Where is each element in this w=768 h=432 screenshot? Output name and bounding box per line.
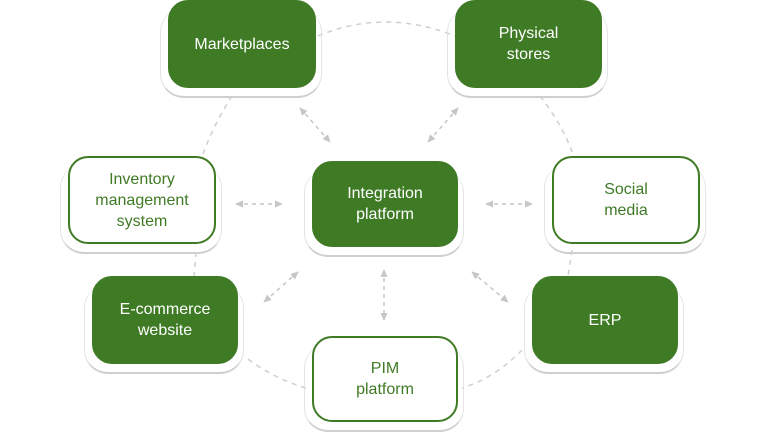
- node-box: Social media: [552, 156, 700, 244]
- node-integration-platform[interactable]: Integration platform: [304, 161, 464, 257]
- ring-arc-inventory-marketplaces: [202, 95, 233, 155]
- node-erp[interactable]: ERP: [524, 276, 684, 374]
- node-shadow: [524, 284, 684, 374]
- node-physical-stores[interactable]: Physical stores: [447, 0, 608, 98]
- node-inventory-management-system[interactable]: Inventory management system: [60, 156, 222, 254]
- node-box: Physical stores: [455, 0, 602, 88]
- spoke-ecommerce: [263, 271, 299, 303]
- node-label: PIM platform: [356, 360, 414, 398]
- spoke-marketplaces: [299, 107, 331, 143]
- node-shadow: [304, 344, 464, 432]
- node-shadow: [447, 8, 608, 98]
- node-box: Marketplaces: [168, 0, 316, 88]
- node-label: Inventory management system: [95, 170, 189, 230]
- ring-arc-marketplaces-physical-stores: [317, 21, 456, 37]
- node-label: ERP: [588, 311, 622, 329]
- node-shadow: [60, 164, 222, 254]
- node-box: Integration platform: [312, 161, 458, 247]
- spoke-erp: [471, 271, 509, 303]
- node-box: ERP: [532, 276, 678, 364]
- node-label: Physical stores: [498, 25, 559, 63]
- node-label: Marketplaces: [194, 35, 290, 53]
- node-shadow: [304, 169, 464, 257]
- node-shadow: [160, 8, 322, 98]
- ring-arc-social-media-erp: [567, 249, 573, 277]
- node-label: Social media: [604, 181, 648, 219]
- node-box: PIM platform: [312, 336, 458, 422]
- ring-arc-erp-pim: [461, 349, 523, 389]
- node-pim-platform[interactable]: PIM platform: [304, 336, 464, 432]
- spoke-physical-stores: [427, 107, 459, 143]
- ring-arc-ecommerce-inventory: [193, 251, 197, 277]
- node-label: Integration platform: [347, 185, 423, 223]
- ring-arc-physical-stores-social-media: [539, 95, 574, 155]
- node-ecommerce-website[interactable]: E-commerce website: [84, 276, 244, 374]
- node-shadow: [84, 284, 244, 374]
- node-marketplaces[interactable]: Marketplaces: [160, 0, 322, 98]
- node-shadow: [544, 164, 706, 254]
- ring-arc-pim-ecommerce: [243, 355, 307, 389]
- node-box: E-commerce website: [92, 276, 238, 364]
- node-box: Inventory management system: [68, 156, 216, 244]
- node-social-media[interactable]: Social media: [544, 156, 706, 254]
- node-label: E-commerce website: [119, 301, 211, 339]
